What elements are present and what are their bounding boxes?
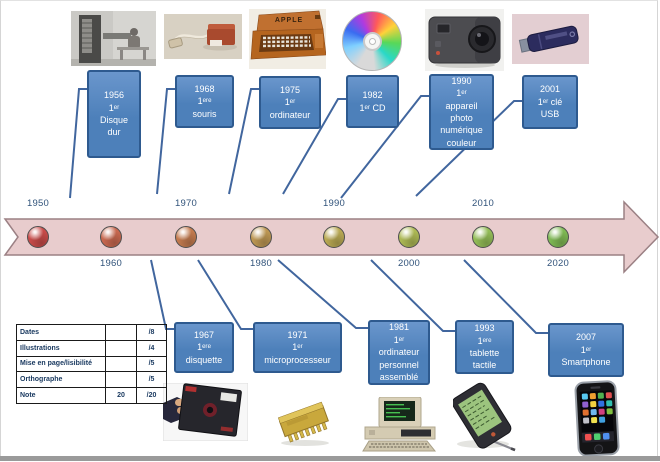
timeline-dot-7 [472, 226, 494, 248]
connector-1981-ordinateur-personnel [277, 259, 368, 329]
timeline-dot-2 [100, 226, 122, 248]
event-text: 1981 1ᵉʳ ordinateur personnel assemblé [378, 322, 420, 383]
digital-camera-photo [425, 9, 504, 71]
timeline-dot-8 [547, 226, 569, 248]
event-text: 1967 1ᵉʳᵉ disquette [185, 329, 223, 365]
criterion-label: Orthographe [16, 371, 106, 389]
criterion-label: Note [16, 387, 106, 404]
apple-one-computer-photo: APPLE [249, 9, 327, 69]
bottom-gray-bar [0, 456, 660, 461]
event-text: 1982 1ᵉʳ CD [359, 90, 386, 113]
timeline-dot-1 [27, 226, 49, 248]
criterion-score [105, 371, 137, 389]
first-mouse-photo [164, 14, 242, 59]
event-box-1975-ordinateur: 1975 1ᵉʳ ordinateur [259, 76, 321, 129]
event-text: 1993 1ᵉʳᵉ tablette tactile [469, 323, 500, 371]
year-label-2010: 2010 [472, 198, 494, 209]
year-label-2000: 2000 [398, 258, 420, 269]
criterion-score: 20 [105, 387, 137, 404]
smartphone-photo [569, 380, 624, 457]
personal-computer-photo [361, 396, 439, 454]
criterion-label: Mise en page/lisibilité [16, 355, 106, 373]
timeline-dot-5 [323, 226, 345, 248]
first-hard-disk-photo [71, 11, 156, 66]
usb-key-photo [512, 14, 589, 64]
event-box-1982-cd: 1982 1ᵉʳ CD [346, 75, 399, 128]
event-text: 2001 1ᵉʳ clé USB [537, 84, 563, 120]
compact-disc-photo [342, 11, 402, 71]
year-label-1960: 1960 [100, 258, 122, 269]
connector-1956-disque-dur [69, 88, 87, 199]
event-text: 1971 1ᵉʳ microprocesseur [264, 329, 331, 365]
event-text: 1990 1ᵉʳ appareil photo numérique couleu… [440, 75, 483, 148]
svg-text:APPLE: APPLE [275, 17, 303, 24]
event-box-1981-ordinateur-personnel: 1981 1ᵉʳ ordinateur personnel assemblé [368, 320, 430, 385]
floppy-disk-photo [162, 382, 249, 442]
connector-1967-disquette [150, 259, 174, 330]
event-box-1967-disquette: 1967 1ᵉʳᵉ disquette [174, 322, 234, 373]
event-box-1968-souris: 1968 1ᵉʳᵉ souris [175, 75, 234, 128]
table-row: Dates/8 [16, 324, 167, 341]
table-row: Orthographe/5 [16, 371, 167, 389]
table-row: Mise en page/lisibilité/5 [16, 355, 167, 373]
microprocessor-chip-photo [274, 399, 336, 449]
connector-1968-souris [156, 88, 175, 195]
criterion-max: /5 [136, 371, 167, 389]
criterion-label: Dates [16, 324, 106, 341]
criterion-max: /8 [136, 324, 167, 341]
year-label-1970: 1970 [175, 198, 197, 209]
event-text: 1975 1ᵉʳ ordinateur [269, 84, 311, 120]
event-box-1956-disque-dur: 1956 1ᵉʳ Disque dur [87, 70, 141, 158]
table-row: Illustrations/4 [16, 339, 167, 357]
cd-hole [368, 37, 376, 45]
criterion-max: /5 [136, 355, 167, 373]
timeline-dot-4 [250, 226, 272, 248]
cd-disc [342, 11, 402, 71]
year-label-1980: 1980 [250, 258, 272, 269]
event-text: 1956 1ᵉʳ Disque dur [99, 90, 128, 138]
timeline-dot-3 [175, 226, 197, 248]
criterion-score [105, 324, 137, 341]
event-box-1971-microprocesseur: 1971 1ᵉʳ microprocesseur [253, 322, 342, 373]
criterion-max: /20 [136, 387, 167, 404]
event-box-2001-cle-usb: 2001 1ᵉʳ clé USB [522, 75, 578, 129]
criterion-score [105, 355, 137, 373]
year-label-1950: 1950 [27, 198, 49, 209]
year-label-1990: 1990 [323, 198, 345, 209]
event-box-1993-tablette-tactile: 1993 1ᵉʳᵉ tablette tactile [455, 320, 514, 374]
criterion-max: /4 [136, 339, 167, 357]
touch-tablet-photo [451, 382, 519, 454]
connector-1971-microprocesseur [197, 259, 253, 330]
event-box-1990-appareil-photo: 1990 1ᵉʳ appareil photo numérique couleu… [429, 74, 494, 150]
year-label-2020: 2020 [547, 258, 569, 269]
event-box-2007-smartphone: 2007 1ᵉʳ Smartphone [548, 323, 624, 377]
criterion-label: Illustrations [16, 339, 106, 357]
timeline-dot-6 [398, 226, 420, 248]
event-text: 1968 1ᵉʳᵉ souris [192, 83, 217, 119]
event-text: 2007 1ᵉʳ Smartphone [561, 332, 611, 368]
criterion-score [105, 339, 137, 357]
grade-table: Dates/8 Illustrations/4 Mise en page/lis… [16, 324, 167, 404]
